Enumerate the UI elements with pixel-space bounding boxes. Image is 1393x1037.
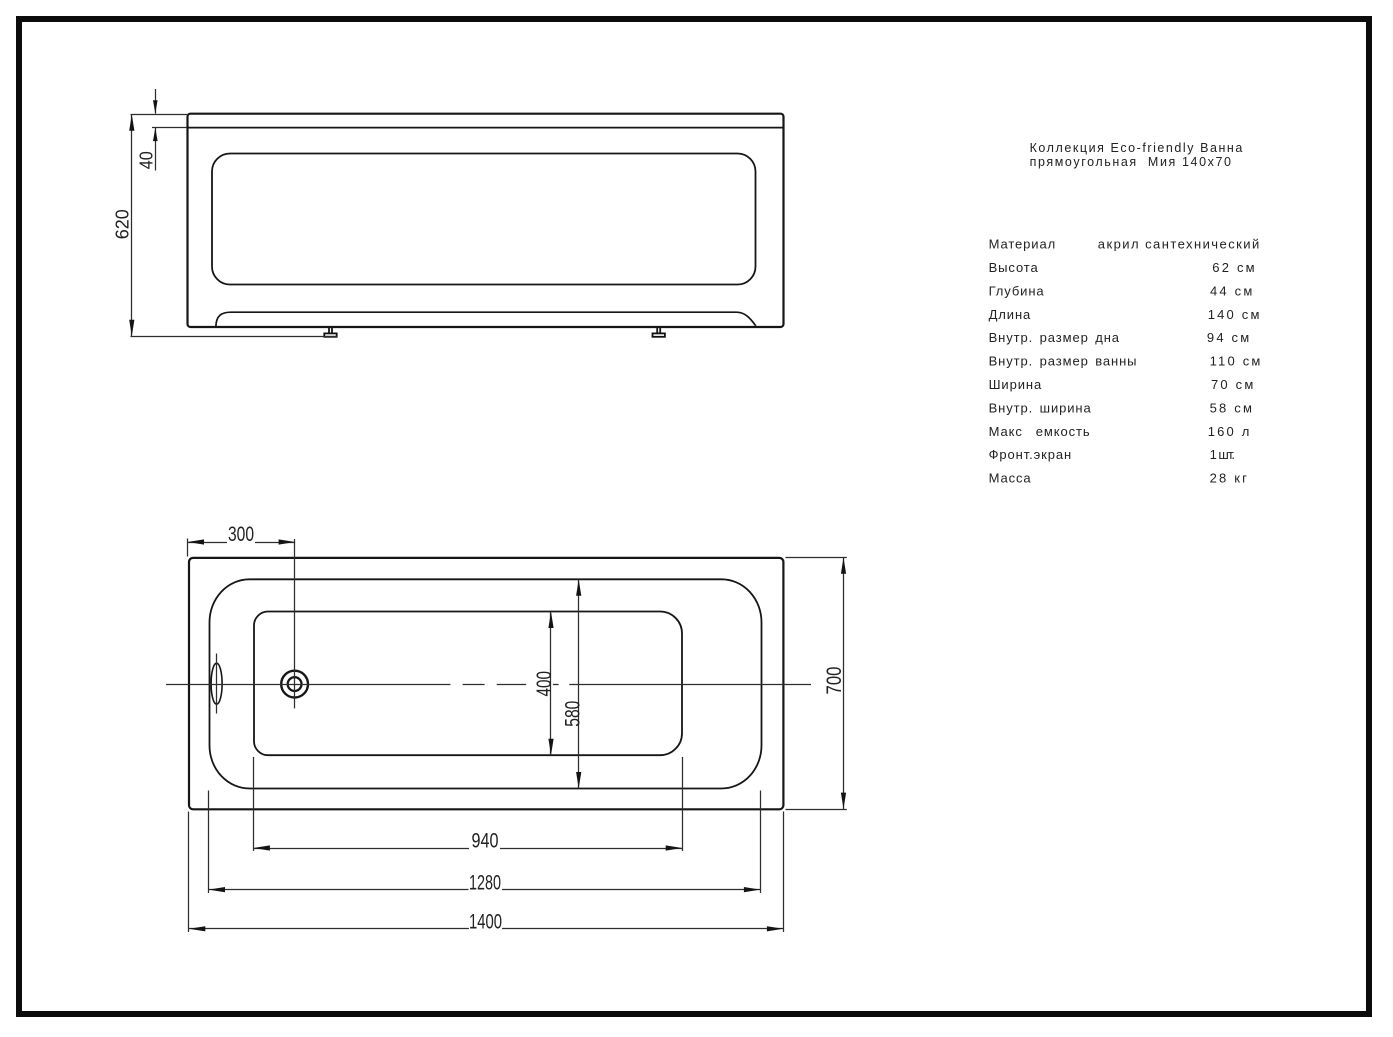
svg-text:Длина: Длина [989,307,1032,322]
svg-text:Глубина: Глубина [989,283,1045,298]
svg-text:28 кг: 28 кг [1210,471,1250,486]
svg-text:Внутр. размер ванны: Внутр. размер ванны [989,354,1138,369]
svg-text:Внутр. ширина: Внутр. ширина [989,400,1092,415]
svg-text:94 см: 94 см [1207,330,1252,345]
svg-text:1400: 1400 [469,910,502,934]
svg-text:62 см: 62 см [1212,260,1257,275]
svg-text:акрил сантехнический: акрил сантехнический [1098,237,1261,252]
svg-text:Материал: Материал [989,237,1056,252]
svg-text:прямоугольная Мия 140х70: прямоугольная Мия 140х70 [1030,155,1233,169]
svg-text:580: 580 [560,701,584,727]
svg-text:Масса: Масса [989,471,1032,486]
svg-text:58 см: 58 см [1210,400,1255,415]
svg-text:1280: 1280 [469,870,501,894]
svg-text:400: 400 [532,671,556,697]
svg-text:Ширина: Ширина [989,377,1042,392]
svg-text:40: 40 [137,151,157,169]
svg-text:Высота: Высота [989,260,1039,275]
svg-text:300: 300 [228,522,254,546]
svg-text:160 л: 160 л [1208,424,1252,439]
svg-text:110 см: 110 см [1210,354,1263,369]
svg-text:140 см: 140 см [1208,307,1262,322]
svg-text:940: 940 [472,829,499,853]
svg-text:Внутр. размер дна: Внутр. размер дна [989,330,1120,345]
svg-text:44 см: 44 см [1210,283,1255,298]
svg-text:Коллекция Eco-friendly Ванна: Коллекция Eco-friendly Ванна [1030,141,1244,155]
svg-text:1 шт.: 1 шт. [1210,447,1235,462]
svg-text:700: 700 [822,666,846,694]
svg-text:Макс емкость: Макс емкость [989,424,1091,439]
svg-text:620: 620 [112,209,132,239]
svg-text:Фронт.экран: Фронт.экран [989,447,1073,462]
svg-text:70 см: 70 см [1211,377,1256,392]
